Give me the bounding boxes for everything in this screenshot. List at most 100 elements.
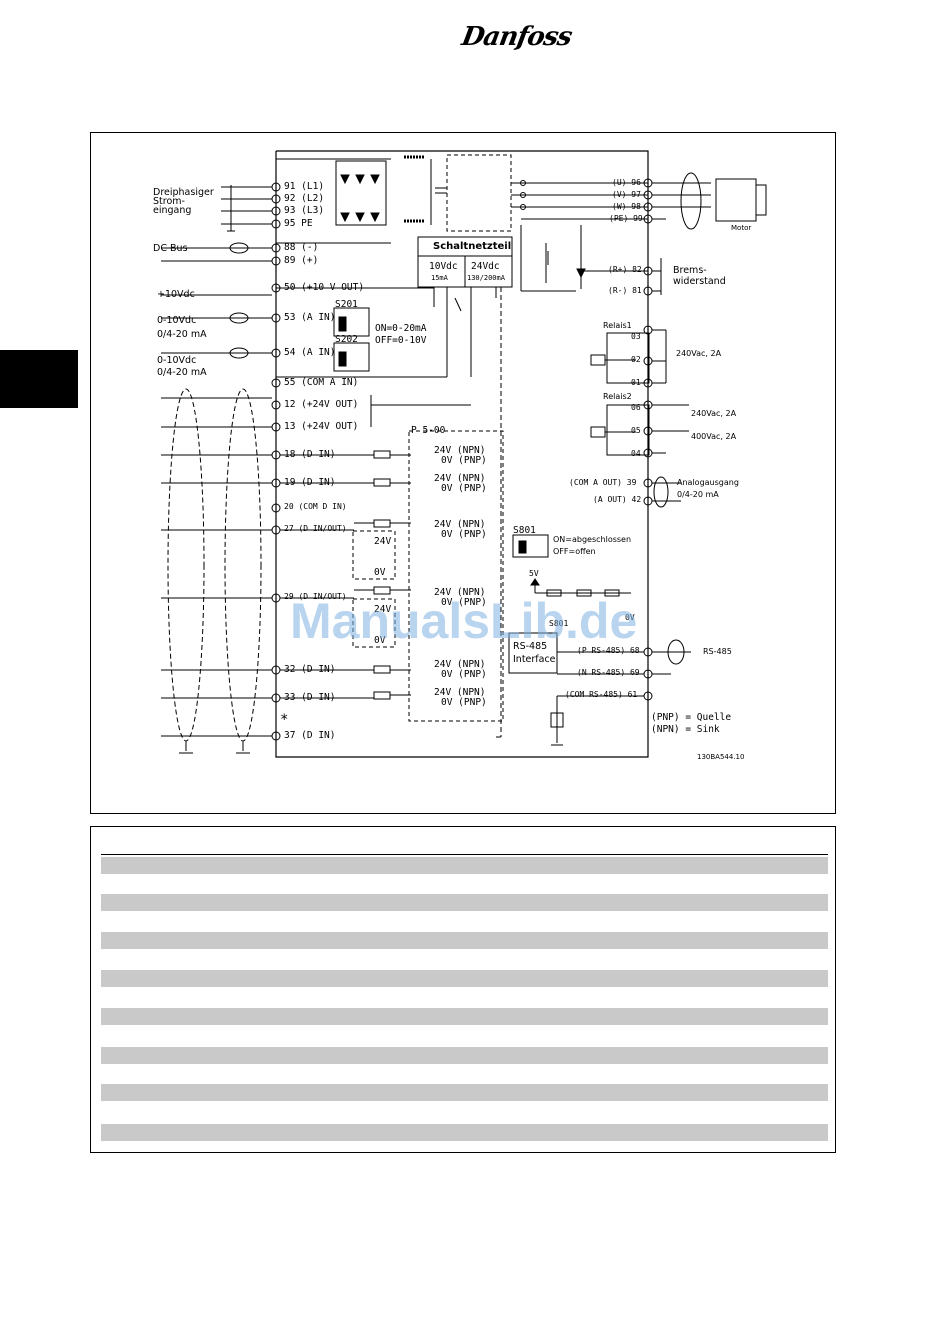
relay2-05: 05 [631,426,641,435]
rs485-s801-tag: S801 [549,619,569,628]
terminal-table [90,826,836,1153]
table-row [101,1124,828,1141]
pnp-label-19: 0V (PNP) [441,483,487,494]
terminal-18: 18 (D IN) [284,449,336,460]
terminal-33: 33 (D IN) [284,692,336,703]
npn-label-18: 24V (NPN) [434,445,486,456]
motor-w: (W) 98 [612,202,641,211]
terminal-27: 27 (D IN/OUT) [284,524,347,533]
table-row [101,1084,828,1101]
rs485-label: RS-485 [703,647,732,656]
terminal-91: 91 (L1) [284,181,325,192]
v0-29: 0V [374,635,386,646]
terminal-13: 13 (+24V OUT) [284,421,359,432]
psu-15ma: 15mA [431,274,448,282]
danfoss-logo: Danfoss [459,20,573,54]
switch-s202: S202 [335,334,358,345]
v24-27: 24V [374,536,392,547]
relay1-03: 03 [631,332,641,341]
brake-r-plus: (R+) 82 [608,265,642,274]
table-row [101,857,828,874]
table-header-rule [101,854,828,855]
legend-npn: (NPN) = Sink [651,724,720,735]
diagram-code: 130BA544.10 [697,753,745,761]
terminal-95: 95 PE [284,218,313,229]
psu-130ma: 130/200mA [467,274,505,282]
terminal-32: 32 (D IN) [284,664,336,675]
npn-label-19: 24V (NPN) [434,473,486,484]
relay2-rating2: 400Vac, 2A [691,432,737,441]
label-ain2-a: 0-10Vdc [157,355,197,366]
brake-label-2: widerstand [673,276,726,287]
relay2-04: 04 [631,449,641,458]
psu-24v: 24Vdc [471,261,500,272]
motor-v: (V) 97 [612,190,641,199]
terminal-12: 12 (+24V OUT) [284,399,359,410]
rs485-circuit [508,578,644,746]
power-supply-box [276,236,513,738]
terminal-29: 29 (D IN/OUT) [284,592,347,601]
rs485-68: (P RS-485) 68 [577,646,640,655]
relay2-06: 06 [631,403,641,412]
input-wires [161,185,272,754]
v24-29: 24V [374,604,392,615]
analog-out-39: (COM A OUT) 39 [569,478,637,487]
npn-label-29: 24V (NPN) [434,587,486,598]
npn-label-27: 24V (NPN) [434,519,486,530]
npn-label-32: 24V (NPN) [434,659,486,670]
terminal-37-star: * [280,712,289,728]
analog-out-42: (A OUT) 42 [593,495,642,504]
switch-on-desc: ON=0-20mA [375,323,427,334]
chapter-tab [0,350,78,408]
label-ain2-b: 0/4-20 mA [157,367,207,378]
pnp-label-18: 0V (PNP) [441,455,487,466]
terminal-92: 92 (L2) [284,193,325,204]
relay1-name: Relais1 [603,321,632,330]
terminal-93: 93 (L3) [284,205,325,216]
table-row [101,1047,828,1064]
terminal-54: 54 (A IN) [284,347,336,358]
switch-s201: S201 [335,299,358,310]
terminal-55: 55 (COM A IN) [284,377,359,388]
terminal-37: 37 (D IN) [284,730,336,741]
pnp-label-33: 0V (PNP) [441,697,487,708]
terminal-53: 53 (A IN) [284,312,336,323]
label-three-phase-1: Dreiphasiger [153,187,214,198]
right-terminals [643,172,767,701]
psu-10v: 10Vdc [429,261,458,272]
analog-out-label2: 0/4-20 mA [677,490,719,499]
power-stage [276,154,648,292]
watermark: ManualsLib.de [290,593,638,649]
switch-s801: S801 [513,525,536,536]
label-dc-bus: DC-Bus [153,243,188,254]
relay1-02: 02 [631,355,641,364]
table-row [101,894,828,911]
rs485-iface-2: Interface [513,654,556,665]
wiring-diagram: Dreiphasiger Strom- eingang DC-Bus +10Vd… [90,132,836,814]
pnp-label-32: 0V (PNP) [441,669,487,680]
brake-r-minus: (R-) 81 [608,286,642,295]
rs485-61: (COM RS-485) 61 [565,690,638,699]
pnp-label-29: 0V (PNP) [441,597,487,608]
relay-coils [590,332,650,456]
rs485-iface-1: RS-485 [513,641,548,652]
motor-u: (U) 96 [612,178,641,187]
label-ain1-a: 0-10Vdc [157,315,197,326]
table-row [101,970,828,987]
relay2-rating1: 240Vac, 2A [691,409,737,418]
switch-off-desc: OFF=0-10V [375,335,427,346]
relay1-rating: 240Vac, 2A [676,349,722,358]
terminal-50: 50 (+10 V OUT) [284,282,365,293]
npn-label-33: 24V (NPN) [434,687,486,698]
terminal-89: 89 (+) [284,255,319,266]
psu-title: Schaltnetzteil [433,241,512,252]
table-row [101,932,828,949]
pnp-label-27: 0V (PNP) [441,529,487,540]
relay2-name: Relais2 [603,392,632,401]
motor-pe: (PE) 99 [609,214,643,223]
table-row [101,1008,828,1025]
switch-s801-off: OFF=offen [553,547,596,556]
control-board-outline [275,150,649,758]
label-three-phase-3: eingang [153,205,192,216]
terminal-19: 19 (D IN) [284,477,336,488]
